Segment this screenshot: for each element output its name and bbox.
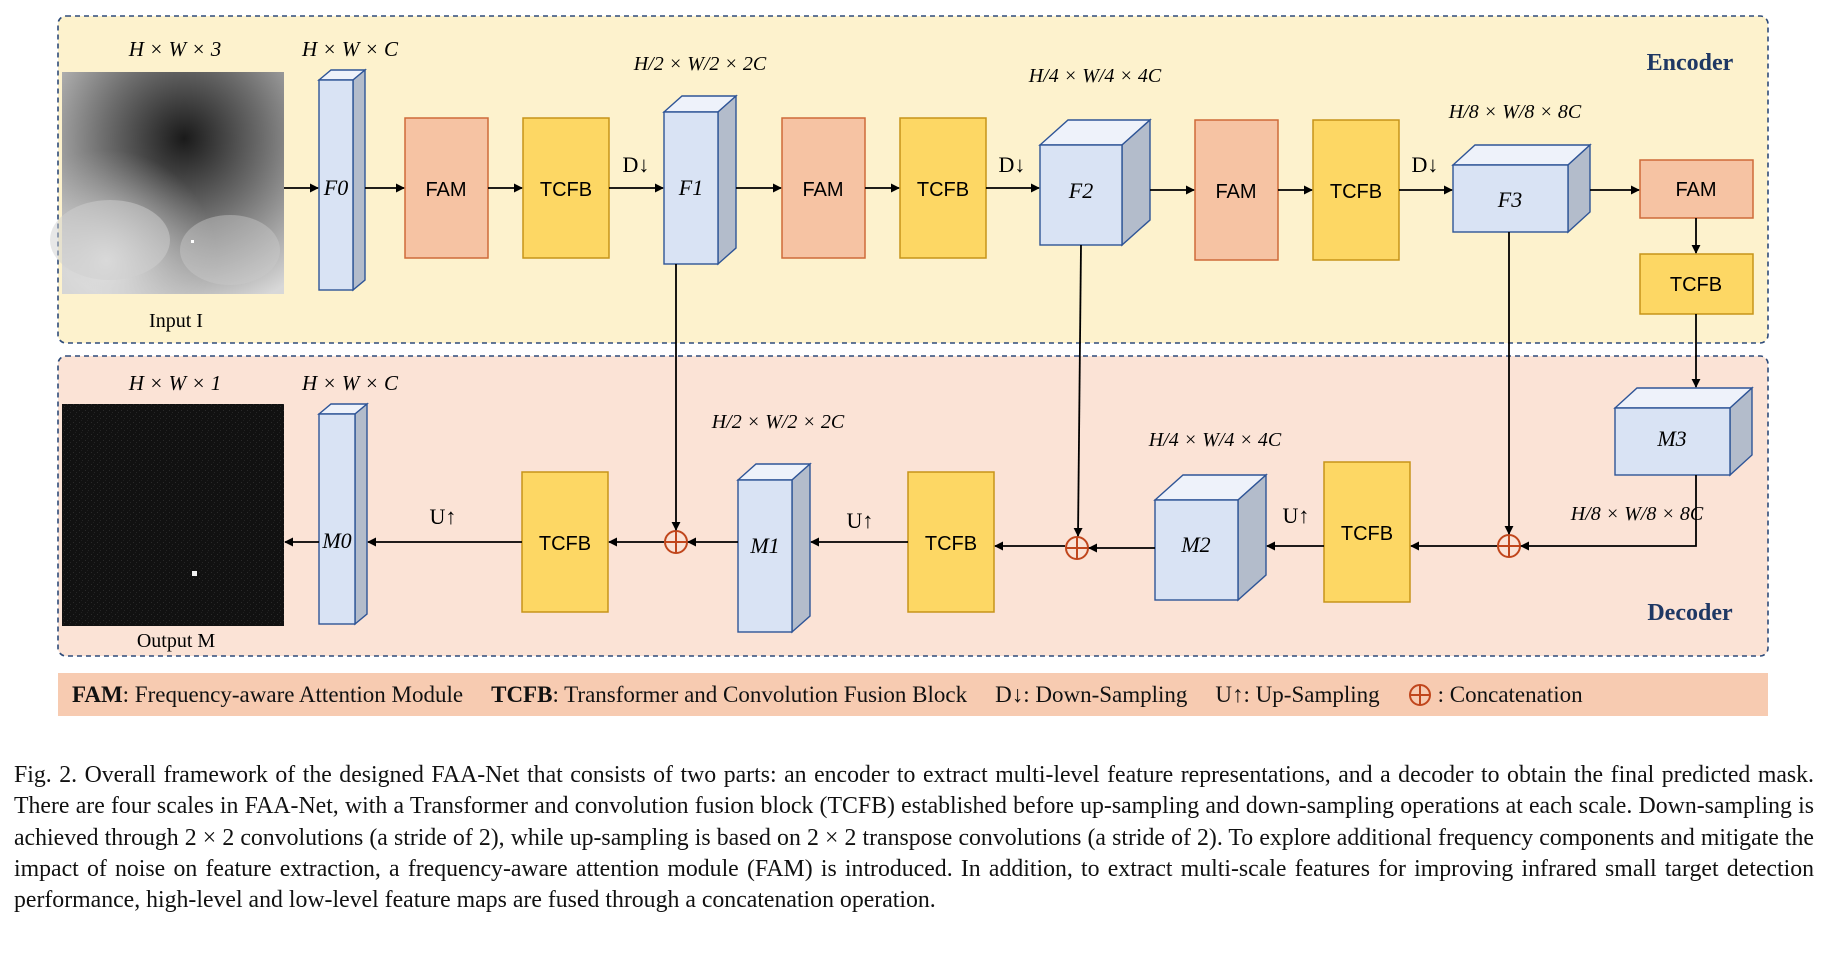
tcfb-block-6-label: TCFB: [925, 533, 977, 555]
legend-fam-desc: : Frequency-aware Attention Module: [122, 681, 464, 707]
legend-concat-desc: : Concatenation: [1437, 681, 1583, 707]
output-label: Output M: [137, 630, 216, 652]
f2-dims: H/4 × W/4 × 4C: [1028, 65, 1162, 87]
m3-label: M3: [1656, 426, 1686, 451]
m0-cube: [317, 402, 369, 626]
f3-dims: H/8 × W/8 × 8C: [1448, 101, 1582, 123]
f1-label: F1: [678, 175, 703, 200]
f0-label: F0: [323, 175, 348, 200]
tcfb-block-5: [1323, 461, 1411, 603]
fam-block-1: [404, 117, 489, 259]
f1-cube: [662, 94, 738, 266]
legend-fam: FAM: Frequency-aware Attention Module: [72, 682, 463, 708]
fam-block-4-label: FAM: [1675, 179, 1716, 201]
tcfb-block-5-label: TCFB: [1341, 523, 1393, 545]
concat-icon-3: [1497, 534, 1521, 558]
input-image: [50, 72, 284, 294]
encoder-title: Encoder: [1647, 50, 1734, 76]
legend-bar: FAM: Frequency-aware Attention Module TC…: [58, 673, 1768, 716]
f0-cube: [317, 68, 367, 292]
concat-icon-2: [1065, 536, 1089, 560]
f3-label: F3: [1497, 187, 1522, 212]
tcfb-block-4-label: TCFB: [1670, 274, 1722, 296]
m1-label: M1: [749, 533, 779, 558]
legend-fam-key: FAM: [72, 681, 123, 707]
m0-dims: H × W × C: [301, 371, 399, 395]
m3-cube: [1613, 386, 1754, 477]
output-image: [62, 404, 284, 626]
tcfb-block-7-label: TCFB: [539, 533, 591, 555]
m2-label: M2: [1180, 532, 1210, 557]
legend-down: D↓: Down-Sampling: [995, 681, 1188, 707]
concat-icon-1: [664, 530, 688, 554]
fam-block-2-label: FAM: [802, 179, 843, 201]
input-label: Input I: [149, 310, 203, 332]
m2-cube: [1153, 473, 1268, 602]
m1-cube: [736, 462, 812, 634]
decoder-title: Decoder: [1647, 600, 1733, 626]
figure-caption: Fig. 2. Overall framework of the designe…: [14, 762, 1814, 914]
concat-symbol-icon: [1408, 683, 1431, 706]
tcfb-block-1: [522, 117, 610, 259]
f2-label: F2: [1068, 178, 1093, 203]
fam-block-3-label: FAM: [1215, 181, 1256, 203]
tcfb-block-3: [1312, 119, 1400, 261]
down-op-3: D↓: [1412, 152, 1439, 177]
f3-cube: [1451, 143, 1592, 234]
m1-dims: H/2 × W/2 × 2C: [711, 411, 845, 433]
legend-tcfb-key: TCFB: [491, 681, 553, 707]
f1-dims: H/2 × W/2 × 2C: [633, 53, 767, 75]
f0-dims: H × W × C: [301, 37, 399, 61]
tcfb-block-2-label: TCFB: [917, 179, 969, 201]
f2-cube: [1038, 118, 1152, 247]
down-op-2: D↓: [999, 152, 1026, 177]
fam-block-1-label: FAM: [425, 179, 466, 201]
m3-dims: H/8 × W/8 × 8C: [1570, 503, 1704, 525]
m0-label: M0: [321, 528, 351, 553]
output-dims: H × W × 1: [128, 371, 222, 395]
m2-dims: H/4 × W/4 × 4C: [1148, 429, 1282, 451]
up-op-2: U↑: [847, 508, 874, 533]
down-op-1: D↓: [623, 152, 650, 177]
tcfb-block-6: [907, 471, 995, 613]
legend-up: U↑: Up-Sampling: [1215, 681, 1380, 707]
fam-block-2: [781, 117, 866, 259]
legend-tcfb: TCFB: Transformer and Convolution Fusion…: [491, 682, 967, 708]
legend-tcfb-desc: : Transformer and Convolution Fusion Blo…: [552, 681, 968, 707]
input-dims: H × W × 3: [128, 37, 222, 61]
tcfb-block-7: [521, 471, 609, 613]
up-op-3: U↑: [1283, 503, 1310, 528]
tcfb-block-4: [1639, 253, 1754, 315]
up-op-1: U↑: [430, 504, 457, 529]
tcfb-block-1-label: TCFB: [540, 179, 592, 201]
tcfb-block-3-label: TCFB: [1330, 181, 1382, 203]
legend-concat: : Concatenation: [1408, 682, 1583, 708]
arrows: [284, 183, 1701, 553]
